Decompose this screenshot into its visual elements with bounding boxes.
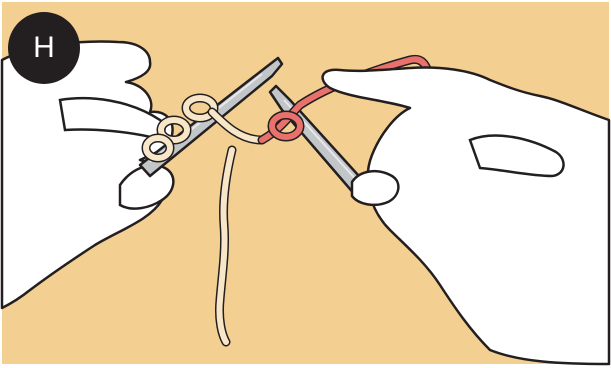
step-label-badge: H — [8, 12, 80, 84]
right-thumb — [352, 171, 398, 205]
